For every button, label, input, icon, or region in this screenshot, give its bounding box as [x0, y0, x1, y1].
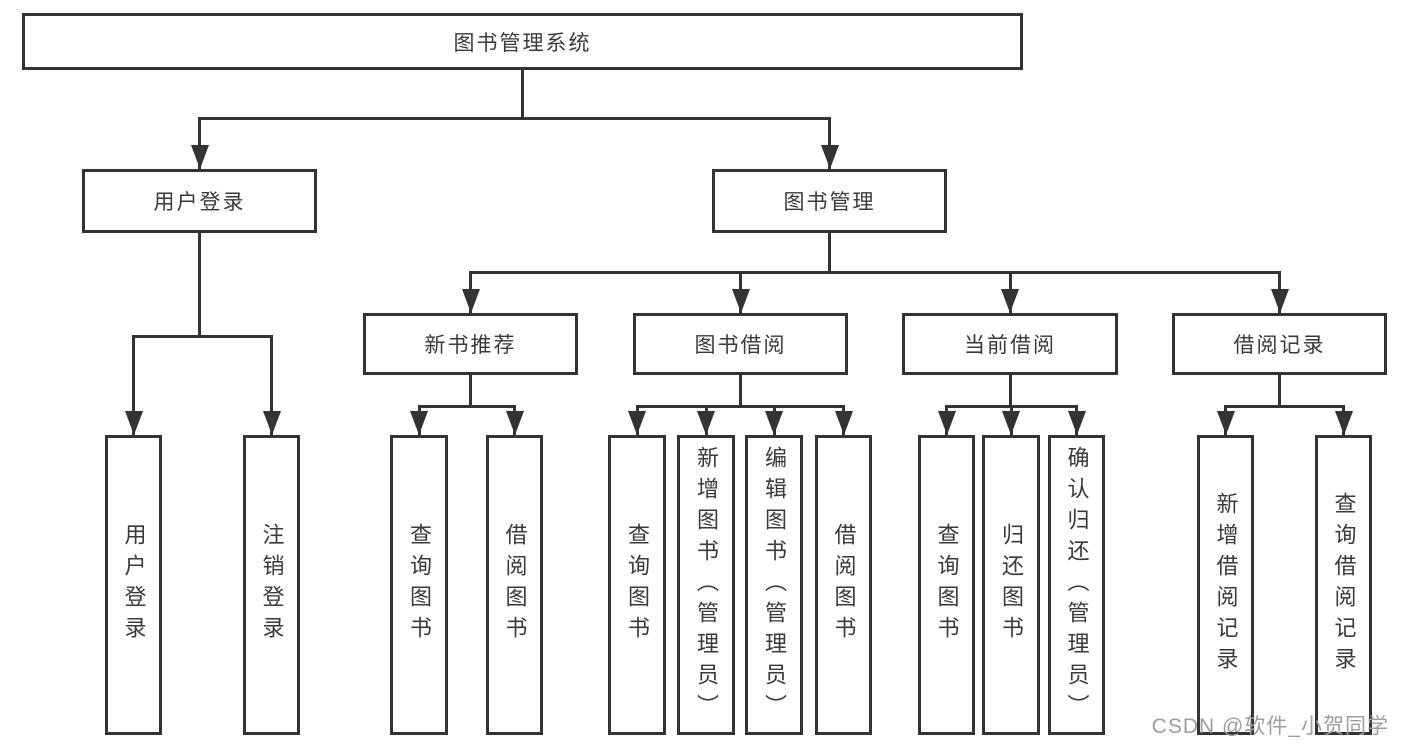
node-label-root: 图书管理系统	[453, 31, 592, 55]
arrow-down-icon	[834, 411, 853, 435]
node-leaf-user-login: 用户登录	[105, 435, 162, 735]
node-leaf-borrow-book-1: 借阅图书	[486, 435, 543, 735]
arrow-down-icon	[1270, 289, 1289, 313]
node-label-leaf-query-book-3: 查询图书	[934, 523, 960, 647]
connector-line	[198, 118, 201, 169]
arrow-down-icon	[628, 411, 646, 435]
node-leaf-query-book-3: 查询图书	[918, 435, 975, 735]
arrow-down-icon	[1067, 411, 1086, 435]
node-label-leaf-add-book: 新增图书（管理员）	[694, 445, 719, 725]
connector-line	[270, 336, 273, 435]
node-leaf-query-record: 查询借阅记录	[1315, 435, 1372, 735]
arrow-down-icon	[124, 411, 143, 435]
csdn-watermark: CSDN @软件_小贺同学	[1151, 715, 1389, 738]
node-user-login: 用户登录	[82, 169, 317, 233]
connector-line	[828, 118, 831, 169]
connector-line	[1278, 375, 1281, 406]
connector-line	[635, 404, 845, 408]
node-label-leaf-add-record: 新增借阅记录	[1213, 492, 1239, 678]
connector-line	[1008, 375, 1012, 406]
node-label-leaf-query-record: 查询借阅记录	[1331, 492, 1357, 678]
node-leaf-return-book: 归还图书	[982, 435, 1040, 735]
node-label-leaf-confirm-return: 确认归还（管理员）	[1064, 445, 1090, 725]
connector-line	[417, 404, 516, 408]
arrow-down-icon	[262, 411, 281, 435]
node-label-leaf-borrow-book-2: 借阅图书	[831, 523, 857, 647]
node-leaf-query-book-1: 查询图书	[390, 435, 448, 735]
connector-line	[132, 336, 135, 435]
connector-line	[469, 270, 1281, 274]
connector-line	[521, 70, 524, 118]
connector-line	[198, 233, 201, 336]
node-book-borrow: 图书借阅	[633, 313, 848, 375]
arrow-down-icon	[461, 289, 480, 313]
connector-line	[469, 375, 472, 406]
arrow-down-icon	[820, 145, 839, 169]
node-leaf-add-book: 新增图书（管理员）	[677, 435, 735, 735]
node-label-user-login: 用户登录	[153, 191, 246, 214]
node-label-book-borrow: 图书借阅	[694, 334, 787, 357]
arrow-down-icon	[410, 411, 428, 435]
node-label-leaf-user-login: 用户登录	[121, 523, 147, 647]
node-root: 图书管理系统	[22, 13, 1023, 70]
node-label-leaf-edit-book: 编辑图书（管理员）	[762, 445, 787, 725]
arrow-down-icon	[1216, 411, 1235, 435]
node-new-book-rec: 新书推荐	[363, 313, 578, 375]
arrow-down-icon	[697, 411, 715, 435]
node-label-book-mgmt: 图书管理	[783, 191, 876, 214]
connector-line	[1224, 404, 1345, 408]
node-leaf-query-book-2: 查询图书	[608, 435, 666, 735]
arrow-down-icon	[765, 411, 783, 435]
node-label-leaf-query-book-1: 查询图书	[407, 523, 432, 647]
node-label-current-borrow: 当前借阅	[964, 334, 1056, 357]
connector-line	[739, 375, 742, 406]
node-label-leaf-query-book-2: 查询图书	[625, 523, 650, 647]
connector-line	[828, 233, 831, 272]
node-leaf-borrow-book-2: 借阅图书	[815, 435, 872, 735]
arrow-down-icon	[1334, 411, 1353, 435]
node-borrow-records: 借阅记录	[1172, 313, 1387, 375]
arrow-down-icon	[190, 145, 209, 169]
arrow-down-icon	[937, 411, 956, 435]
node-current-borrow: 当前借阅	[902, 313, 1118, 375]
node-leaf-confirm-return: 确认归还（管理员）	[1048, 435, 1105, 735]
connector-line	[198, 116, 831, 120]
node-label-leaf-return-book: 归还图书	[999, 523, 1024, 647]
node-leaf-logout: 注销登录	[243, 435, 300, 735]
node-label-leaf-logout: 注销登录	[259, 523, 285, 647]
node-book-mgmt: 图书管理	[712, 169, 947, 233]
connector-line	[132, 334, 273, 338]
arrow-down-icon	[1001, 289, 1019, 313]
node-label-borrow-records: 借阅记录	[1233, 334, 1326, 357]
node-leaf-edit-book: 编辑图书（管理员）	[745, 435, 803, 735]
arrow-down-icon	[505, 411, 524, 435]
node-leaf-add-record: 新增借阅记录	[1197, 435, 1254, 735]
node-label-leaf-borrow-book-1: 借阅图书	[502, 523, 528, 647]
node-label-new-book-rec: 新书推荐	[424, 334, 517, 357]
arrow-down-icon	[1002, 411, 1020, 435]
arrow-down-icon	[731, 289, 750, 313]
